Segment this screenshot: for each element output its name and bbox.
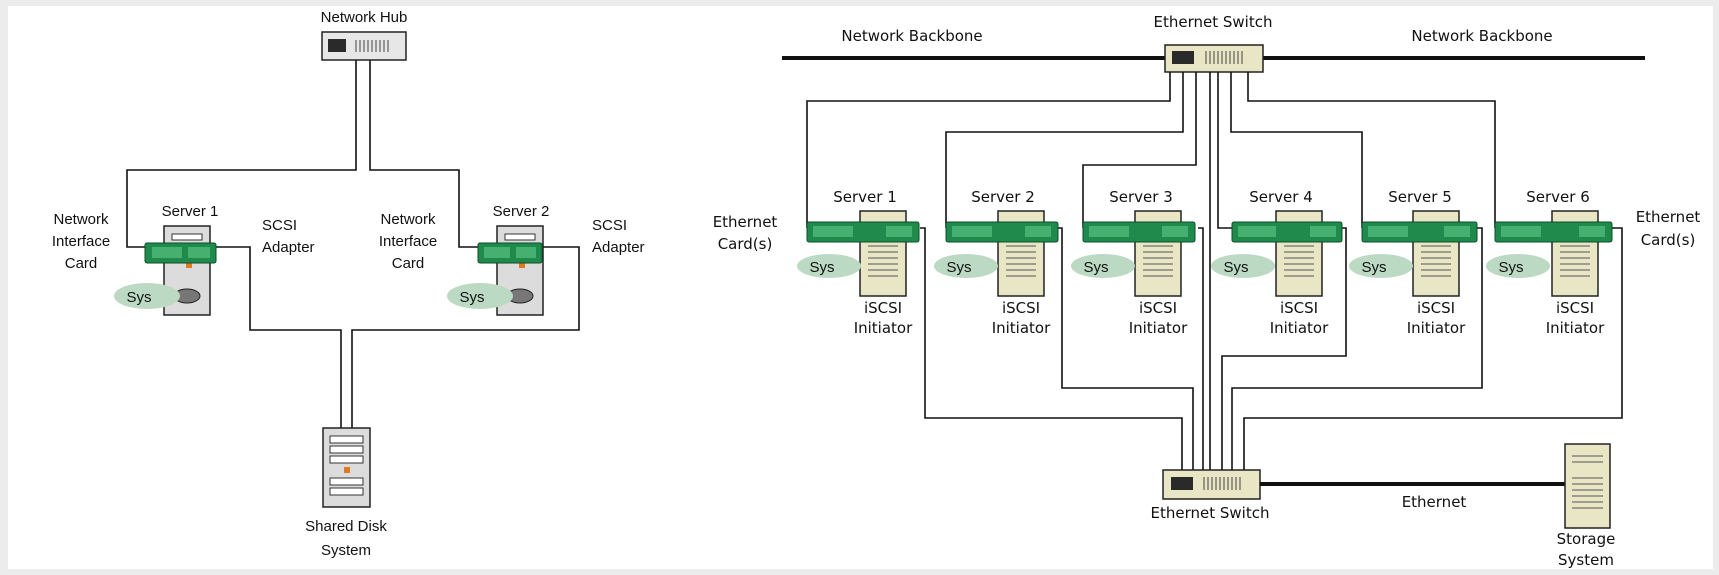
left-server-2-label: Server 2 xyxy=(493,203,550,220)
storage-label-line-2: System xyxy=(1558,551,1614,569)
ethernet-cards-left-line-1: Ethernet xyxy=(713,213,778,231)
server-tower-1 xyxy=(797,210,920,297)
backbone-right-label: Network Backbone xyxy=(1411,27,1552,45)
storage-label-line-1: Storage xyxy=(1557,530,1616,548)
top-link-server-4 xyxy=(1217,72,1232,229)
bottom-link-server-4-return xyxy=(1221,227,1347,470)
server-2-initiator-line-1: iSCSI xyxy=(1002,299,1040,317)
bottom-link-server-3 xyxy=(1198,227,1204,470)
server-1-sys: Sys xyxy=(809,259,834,276)
shared-disk-label-line-1: Shared Disk xyxy=(305,518,387,535)
left-nic-label-1-line-3: Card xyxy=(65,255,98,272)
top-switch-label: Ethernet Switch xyxy=(1154,13,1273,31)
server-5-sys: Sys xyxy=(1361,259,1386,276)
ethernet-cards-left-line-2: Card(s) xyxy=(718,235,773,253)
server-4-label: Server 4 xyxy=(1249,188,1313,206)
server-2-label: Server 2 xyxy=(971,188,1035,206)
ethernet-label: Ethernet xyxy=(1402,493,1467,511)
server-2-initiator-line-2: Initiator xyxy=(992,319,1051,337)
scsi-link-server-2 xyxy=(351,246,580,428)
bottom-ethernet-switch xyxy=(1162,469,1261,500)
server-tower-5 xyxy=(1349,210,1478,297)
top-link-server-6 xyxy=(1247,72,1496,228)
network-hub xyxy=(321,31,407,61)
shared-disk-label-line-2: System xyxy=(321,542,371,559)
backbone-left-label: Network Backbone xyxy=(841,27,982,45)
server-tower-6 xyxy=(1486,210,1613,297)
left-server-1-sys: Sys xyxy=(126,289,151,306)
bottom-link-server-5 xyxy=(1231,227,1483,470)
left-server-1 xyxy=(114,225,217,316)
storage-system xyxy=(1564,443,1611,529)
hub-link-server-1 xyxy=(126,60,357,248)
left-nic-label-2-line-2: Interface xyxy=(379,233,437,250)
network-hub-label: Network Hub xyxy=(321,9,408,26)
server-3-label: Server 3 xyxy=(1109,188,1173,206)
server-tower-4 xyxy=(1211,210,1343,297)
left-scsi-label-1-line-1: SCSI xyxy=(262,217,297,234)
left-scsi-label-1-line-2: Adapter xyxy=(262,239,315,256)
top-link-server-5 xyxy=(1230,72,1363,228)
bottom-switch-label: Ethernet Switch xyxy=(1151,504,1270,522)
top-link-server-2 xyxy=(945,72,1184,228)
server-5-initiator-line-2: Initiator xyxy=(1407,319,1466,337)
top-link-server-3 xyxy=(1082,72,1197,228)
shared-disk-system xyxy=(322,427,371,508)
left-scsi-label-2-line-1: SCSI xyxy=(592,217,627,234)
left-nic-label-1-line-2: Interface xyxy=(52,233,110,250)
ethernet-cards-right-line-2: Card(s) xyxy=(1641,231,1696,249)
bottom-link-server-1 xyxy=(920,227,1183,470)
server-4-initiator-line-1: iSCSI xyxy=(1280,299,1318,317)
top-ethernet-switch xyxy=(1164,44,1264,73)
left-cluster-diagram: Network Hub Sys Server 1 xyxy=(52,9,645,559)
left-server-2-sys: Sys xyxy=(459,289,484,306)
server-tower-3 xyxy=(1071,210,1196,297)
left-server-2 xyxy=(447,225,544,316)
server-6-initiator-line-1: iSCSI xyxy=(1556,299,1594,317)
left-nic-label-2-line-3: Card xyxy=(392,255,425,272)
bottom-link-server-2 xyxy=(1058,227,1194,470)
server-3-initiator-line-1: iSCSI xyxy=(1139,299,1177,317)
hub-link-server-2 xyxy=(369,60,478,248)
server-6-initiator-line-2: Initiator xyxy=(1546,319,1605,337)
server-4-sys: Sys xyxy=(1223,259,1248,276)
left-nic-label-2-line-1: Network xyxy=(380,211,436,228)
server-5-label: Server 5 xyxy=(1388,188,1452,206)
server-1-label: Server 1 xyxy=(833,188,897,206)
left-server-1-label: Server 1 xyxy=(162,203,219,220)
server-1-initiator-line-2: Initiator xyxy=(854,319,913,337)
server-5-initiator-line-1: iSCSI xyxy=(1417,299,1455,317)
left-scsi-label-2-line-2: Adapter xyxy=(592,239,645,256)
server-1-initiator-line-1: iSCSI xyxy=(864,299,902,317)
server-3-sys: Sys xyxy=(1083,259,1108,276)
server-2-sys: Sys xyxy=(946,259,971,276)
top-link-server-1 xyxy=(806,72,1171,228)
scsi-link-server-1 xyxy=(216,246,342,428)
bottom-link-server-6 xyxy=(1243,227,1623,470)
server-4-initiator-line-2: Initiator xyxy=(1270,319,1329,337)
server-tower-2 xyxy=(934,210,1059,297)
ethernet-cards-right-line-1: Ethernet xyxy=(1636,208,1701,226)
server-3-initiator-line-2: Initiator xyxy=(1129,319,1188,337)
server-6-sys: Sys xyxy=(1498,259,1523,276)
right-iscsi-diagram: Network Backbone Network Backbone Ethern… xyxy=(713,13,1701,569)
server-6-label: Server 6 xyxy=(1526,188,1590,206)
left-nic-label-1-line-1: Network xyxy=(53,211,109,228)
